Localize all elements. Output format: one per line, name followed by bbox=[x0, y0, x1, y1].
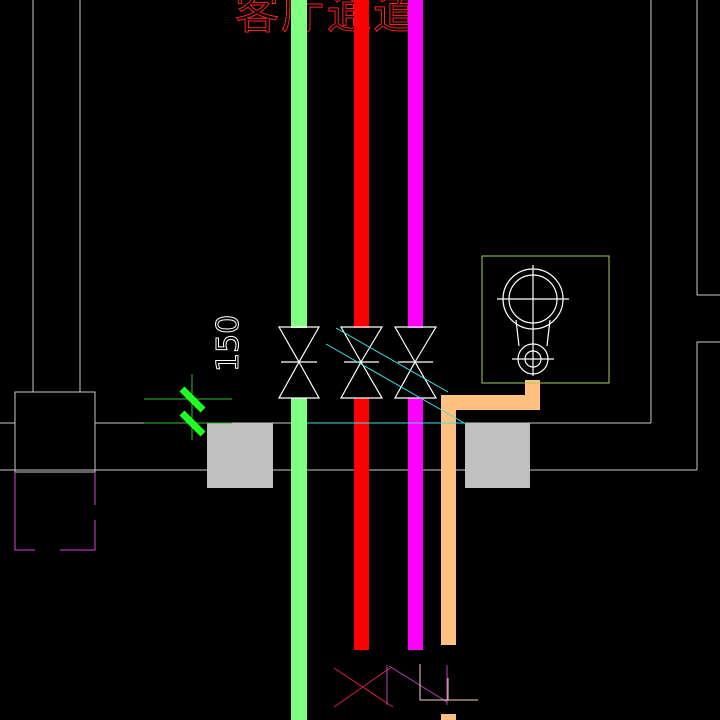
orange-pipe bbox=[441, 380, 540, 645]
valve-magenta bbox=[393, 326, 438, 399]
gray-block-right bbox=[465, 423, 530, 488]
title-text: 客厅通道 bbox=[235, 0, 419, 39]
valve-red bbox=[339, 326, 384, 399]
valves bbox=[277, 326, 438, 399]
magenta-pipe-lower bbox=[408, 398, 423, 650]
dashed-outline bbox=[14, 472, 96, 551]
column-box bbox=[14, 391, 96, 473]
fixture-symbol bbox=[481, 255, 610, 384]
bottom-symbols bbox=[333, 664, 478, 708]
green-pipe-lower bbox=[291, 398, 307, 720]
dimension-label: 150 bbox=[211, 315, 246, 372]
red-pipe-lower bbox=[354, 398, 369, 650]
magenta-pipe bbox=[408, 0, 423, 328]
cyan-lines bbox=[307, 327, 467, 425]
orange-pipe-stub bbox=[441, 714, 456, 720]
red-pipe bbox=[354, 0, 369, 328]
gray-block-left bbox=[207, 423, 273, 488]
dimension-ticks bbox=[179, 386, 206, 437]
green-pipe bbox=[291, 0, 307, 328]
valve-green bbox=[277, 326, 321, 399]
